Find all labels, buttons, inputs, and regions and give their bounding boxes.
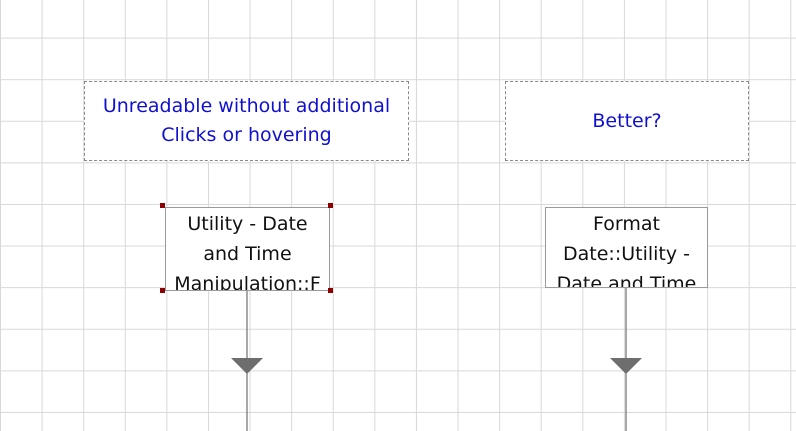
selection-handle-top-left[interactable] xyxy=(160,203,165,208)
arrow-down-icon xyxy=(610,358,642,374)
step-label-line: Format xyxy=(593,213,660,235)
annotation-note-better[interactable]: Better? xyxy=(505,81,749,161)
annotation-line: Clicks or hovering xyxy=(161,124,332,146)
selection-handle-bottom-right[interactable] xyxy=(328,288,333,293)
step-label-line: Manipulation::F xyxy=(174,273,321,291)
process-step[interactable]: Format Date::Utility - Date and Time xyxy=(545,207,708,288)
arrow-down-icon xyxy=(231,358,263,374)
step-label-line: and Time xyxy=(203,243,292,265)
step-label-line: Date and Time xyxy=(556,273,697,288)
annotation-note-text: Unreadable without additional Clicks or … xyxy=(103,92,390,150)
selection-handle-bottom-left[interactable] xyxy=(160,288,165,293)
process-step-selected[interactable]: Utility - Date and Time Manipulation::F xyxy=(165,207,330,291)
annotation-note-unreadable[interactable]: Unreadable without additional Clicks or … xyxy=(84,81,409,161)
annotation-line: Unreadable without additional xyxy=(102,95,391,117)
selection-handle-top-right[interactable] xyxy=(328,203,333,208)
step-label-line: Utility - Date xyxy=(187,213,308,235)
step-label-line: Date::Utility - xyxy=(563,243,690,265)
annotation-note-text: Better? xyxy=(592,109,662,132)
